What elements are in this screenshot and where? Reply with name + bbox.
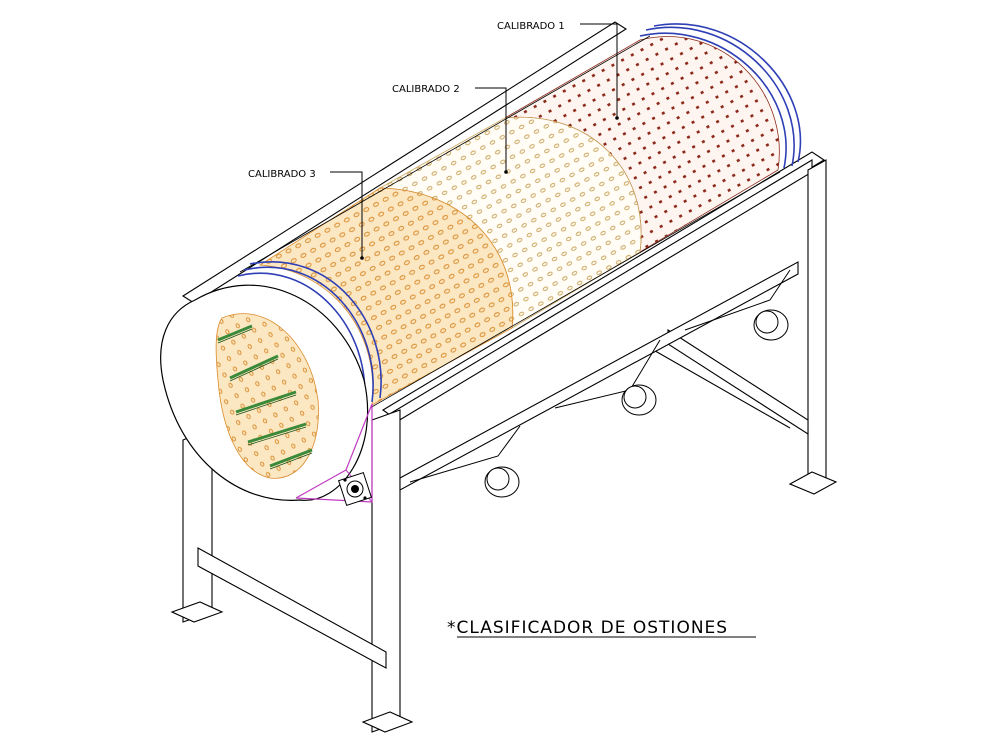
title-prefix: * — [447, 618, 457, 638]
callout-label-3: CALIBRADO 3 — [248, 169, 316, 180]
chute-outlet-1 — [484, 466, 520, 498]
callout-label-2: CALIBRADO 2 — [392, 84, 460, 95]
front-middle-leg — [371, 409, 401, 733]
drawing-title: *CLASIFICADOR DE OSTIONES — [447, 618, 756, 638]
right-rear-leg — [807, 159, 827, 489]
lower-rail — [399, 261, 799, 491]
left-lower-crossbar — [197, 547, 387, 669]
callout-label-1: CALIBRADO 1 — [497, 21, 565, 32]
chute-outlet-3 — [753, 309, 789, 341]
inlet-collar — [160, 284, 369, 501]
front-middle-foot — [361, 711, 414, 733]
inner-lifting-slats — [217, 324, 313, 468]
left-front-foot — [170, 601, 224, 623]
svg-text:*CLASIFICADOR DE OSTIONES: *CLASIFICADOR DE OSTIONES — [447, 618, 728, 638]
right-rear-foot — [788, 471, 838, 495]
far-end-ring — [639, 23, 802, 169]
callout-calibrado-2: CALIBRADO 2 — [392, 84, 508, 174]
callout-calibrado-1: CALIBRADO 1 — [497, 21, 619, 120]
rotary-drum — [160, 23, 802, 501]
drive-motor — [295, 403, 373, 507]
chute-outlet-2 — [621, 384, 657, 416]
right-lower-brace — [667, 328, 809, 436]
discharge-chutes — [409, 269, 791, 498]
support-frame — [170, 21, 838, 733]
near-end-ring — [237, 261, 382, 405]
back-top-rail — [181, 21, 628, 304]
title-text: CLASIFICADOR DE OSTIONES — [457, 618, 729, 638]
callout-calibrado-3: CALIBRADO 3 — [248, 169, 364, 260]
